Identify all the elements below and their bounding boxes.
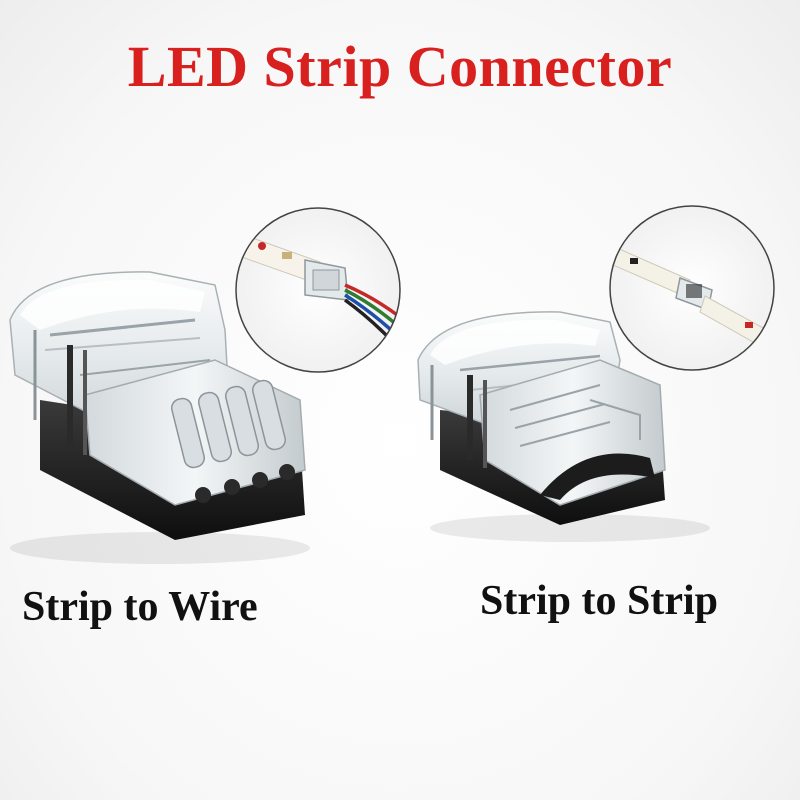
page-title: LED Strip Connector	[127, 34, 673, 99]
strip-to-strip-inset-photo	[609, 205, 775, 371]
strip-to-strip-connector-photo	[417, 311, 710, 542]
strip-to-wire-connector-photo	[9, 271, 310, 564]
strip-to-strip-label: Strip to Strip	[480, 578, 719, 624]
strip-to-wire-label: Strip to Wire	[22, 584, 258, 630]
strip-to-wire-inset-photo	[235, 207, 401, 373]
